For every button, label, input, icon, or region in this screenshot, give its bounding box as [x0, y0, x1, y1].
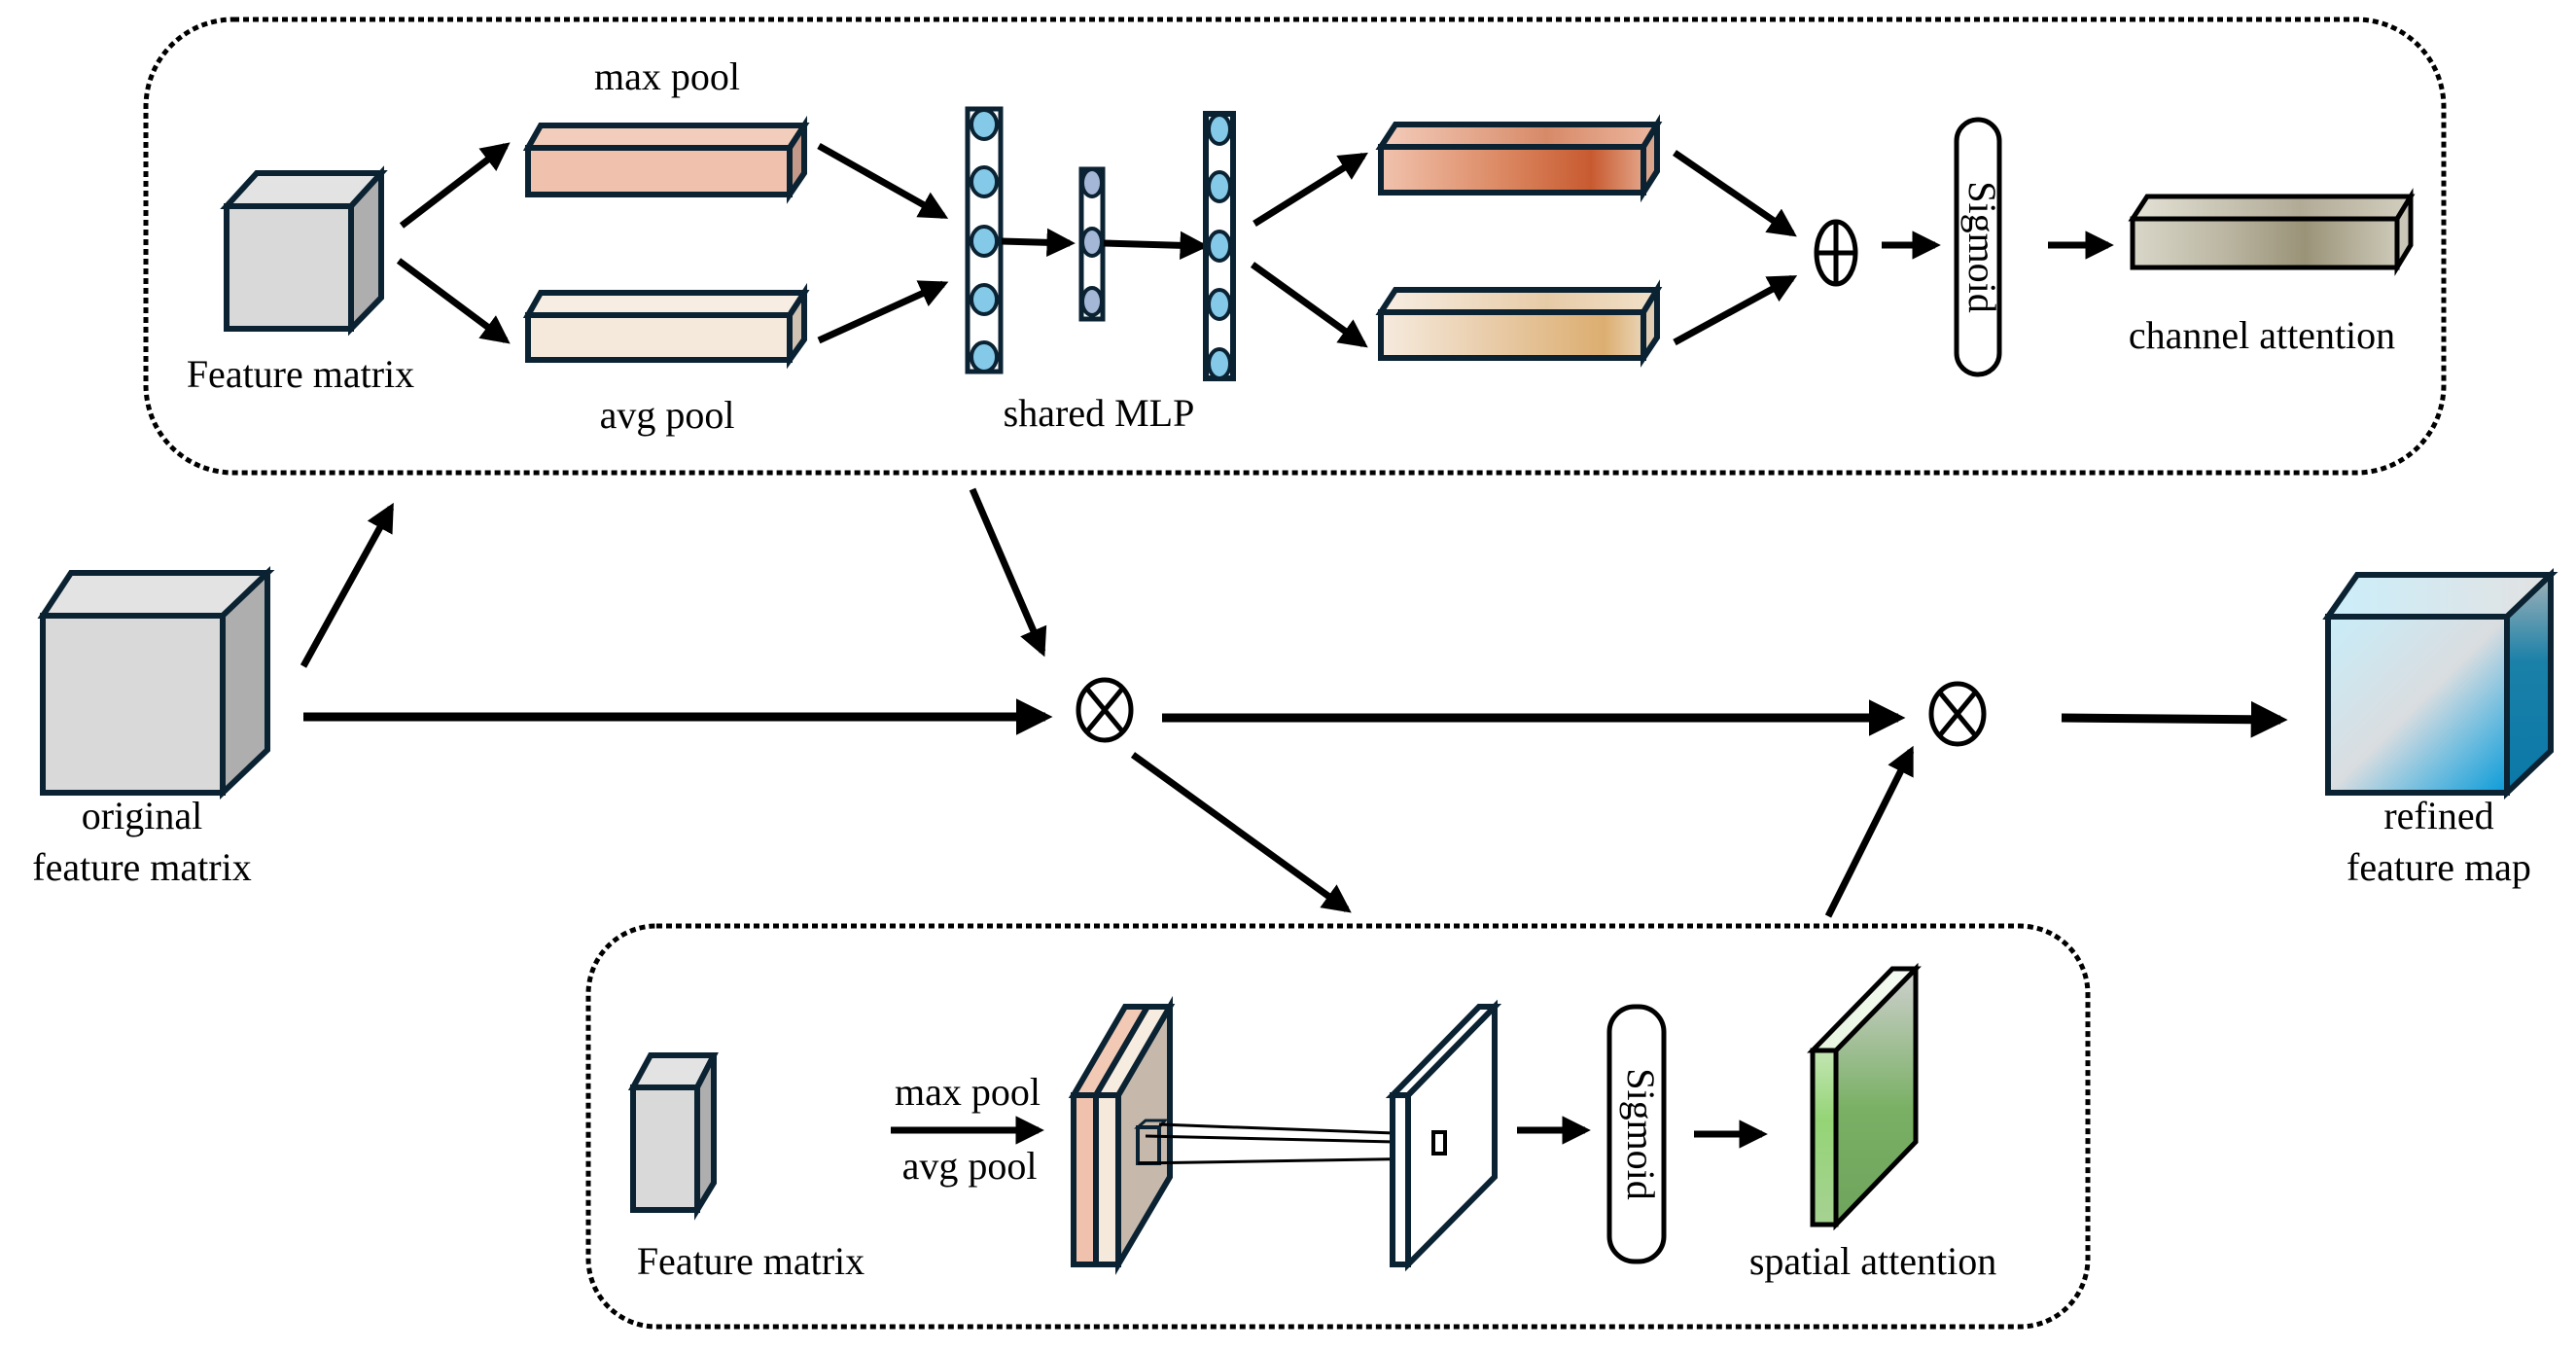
multiply-icon-1: [1076, 677, 1134, 743]
spatial-attention-module: Feature matrix max pool avg pool: [585, 923, 2091, 1330]
avg-out-front: [1378, 309, 1646, 361]
spatial-attention-label: spatial attention: [1749, 1239, 1996, 1283]
mlp-hidden-layer: [1078, 166, 1106, 322]
channel-sigmoid-label: Sigmoid: [1960, 181, 2004, 313]
spat-front: [1810, 1048, 1839, 1227]
max-pool-map: [1071, 1092, 1099, 1267]
concatenated-pooled-maps: [1068, 995, 1176, 1276]
spatial-attention-map: [1807, 962, 1922, 1231]
arrow-mlp-to-max-out: [1253, 152, 1368, 227]
max-out-front: [1378, 144, 1646, 196]
cube-front-face: [630, 1084, 700, 1213]
cube-front-face: [224, 203, 354, 332]
mlp-node: [1207, 230, 1232, 263]
arrow-multiply-to-output: [2061, 700, 2288, 738]
mlp-node: [1207, 347, 1232, 380]
cube-side-face: [220, 565, 270, 800]
shared-mlp-label: shared MLP: [1004, 391, 1195, 435]
conv-kernel-top: [1134, 1119, 1169, 1129]
max-pool-front: [525, 145, 793, 197]
arrow-avg-out-to-sum: [1673, 274, 1798, 346]
cube-front-face: [40, 613, 226, 796]
spatial-sigmoid-box: [1606, 1004, 1667, 1264]
mlp-node: [1207, 113, 1232, 146]
arrow-avg-to-mlp: [817, 280, 949, 344]
arrow-to-max-pool: [399, 142, 511, 229]
cube-side-face: [2504, 567, 2554, 800]
arrow-multiply-to-spatial-module: [1130, 752, 1352, 913]
max-pool-vector: [522, 115, 810, 204]
spatial-input-cube: [627, 1052, 719, 1221]
spatial-max-pool-label: max pool: [895, 1070, 1041, 1114]
mlp-output-layer: [1203, 111, 1236, 381]
conv-output-map: [1385, 999, 1502, 1272]
channel-module-border: [143, 17, 2447, 476]
conv-projection-line: [1137, 1156, 1437, 1165]
max-pool-top: [522, 123, 810, 151]
channel-attention-label: channel attention: [2129, 313, 2395, 357]
channel-attention-vector: [2128, 188, 2416, 276]
mlp-node: [970, 108, 999, 141]
avg-out-top: [1375, 287, 1663, 315]
spatial-sigmoid-label: Sigmoid: [1619, 1068, 1663, 1200]
conv-out-front: [1390, 1092, 1411, 1267]
original-feature-cube: [37, 565, 275, 800]
conv-projection-line: [1145, 1134, 1437, 1145]
cube-front-face: [2325, 614, 2510, 796]
channel-input-cube: [220, 165, 388, 337]
arrow-mlp-to-avg-out: [1250, 262, 1368, 348]
mlp-node: [1080, 227, 1104, 258]
channel-attention-module: Feature matrix max pool avg pool: [143, 17, 2447, 476]
refined-feature-cube: [2322, 567, 2558, 800]
mlp-node: [1080, 286, 1104, 317]
avg-pool-front: [525, 312, 793, 363]
main-flow: original feature matrix: [32, 487, 2558, 918]
mlp-input-layer: [965, 106, 1004, 374]
mlp-node: [970, 340, 999, 373]
mlp-node: [1207, 170, 1232, 203]
arrow-max-to-mlp: [817, 142, 949, 220]
mlp-node: [970, 225, 999, 258]
max-out-top: [1375, 122, 1663, 150]
arrow-to-avg-pool: [396, 258, 511, 344]
arrow-spatial-module-to-multiply: [1824, 745, 1915, 918]
multiply-icon-2: [1928, 681, 1987, 747]
mlp-node: [1207, 288, 1232, 321]
arrow-mlp-hidden-to-output: [1103, 231, 1209, 261]
original-label-line1: original: [82, 794, 202, 837]
spatial-avg-pool-label: avg pool: [902, 1144, 1038, 1188]
arrow-max-out-to-sum: [1673, 150, 1797, 237]
arrow-channel-module-to-multiply: [969, 487, 1047, 658]
mlp-max-output-vector: [1375, 114, 1663, 203]
mlp-node: [970, 165, 999, 198]
mlp-node: [1080, 167, 1104, 198]
arrow-mlp-input-to-hidden: [1001, 228, 1076, 258]
refined-label-line1: refined: [2383, 794, 2493, 837]
shared-mlp: [965, 106, 1236, 381]
avg-pool-map: [1093, 1092, 1121, 1267]
spatial-module-border: [585, 923, 2091, 1330]
mlp-avg-output-vector: [1375, 279, 1663, 368]
refined-label-line2: feature map: [2347, 845, 2531, 889]
chan-front: [2130, 216, 2400, 270]
conv-out-pixel: [1431, 1130, 1447, 1155]
mlp-node: [970, 283, 999, 316]
avg-pool-label: avg pool: [600, 393, 735, 437]
element-wise-sum-icon: [1814, 219, 1858, 287]
arrow-input-to-channel-module: [300, 502, 395, 668]
channel-sigmoid-box: [1954, 117, 2002, 377]
chan-top: [2128, 194, 2416, 222]
spatial-input-label: Feature matrix: [637, 1239, 865, 1283]
original-label-line2: feature matrix: [32, 845, 251, 889]
avg-pool-vector: [522, 282, 810, 370]
max-pool-label: max pool: [594, 54, 740, 98]
avg-pool-top: [522, 290, 810, 318]
channel-input-label: Feature matrix: [187, 352, 414, 396]
